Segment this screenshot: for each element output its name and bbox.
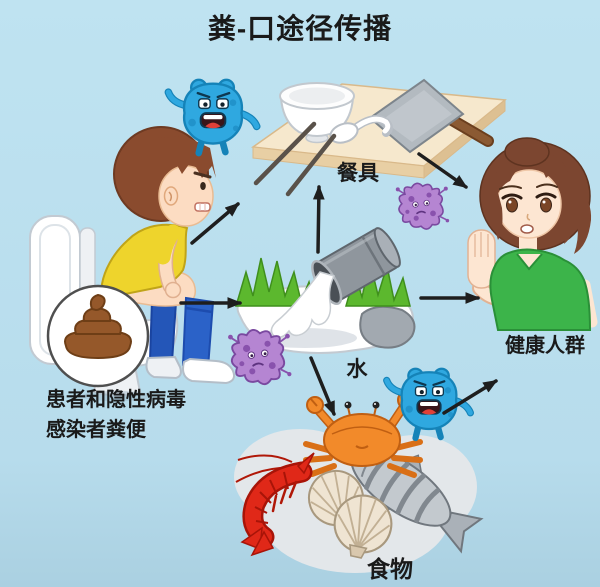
food-label: 食物: [367, 556, 413, 582]
tableware-label: 餐具: [337, 161, 379, 185]
tableware-icon: [250, 78, 507, 197]
feces-magnifier-icon: [46, 284, 150, 388]
arrow-food-to-healthy: [442, 379, 498, 415]
pouring-water: [270, 271, 336, 338]
food-group: [234, 390, 484, 573]
water-icon: [234, 227, 416, 354]
water-label: 水: [347, 358, 369, 381]
source-label-line2: 感染者粪便: [46, 417, 147, 441]
boy-patient-icon: [100, 126, 236, 385]
arrow-tableware-to-healthy: [417, 152, 468, 189]
healthy-label: 健康人群: [505, 333, 585, 357]
arrow-source-to-tableware: [190, 202, 240, 245]
source-label-line1: 患者和隐性病毒: [46, 387, 186, 411]
shrimp-icon: [235, 452, 315, 557]
arrow-water-to-food: [309, 356, 336, 417]
page-title: 粪-口途径传播: [208, 12, 392, 44]
arrows-layer: [179, 152, 498, 417]
healthy-person-icon: [467, 137, 598, 331]
arrow-water-to-tableware: [312, 184, 325, 254]
source-scene: [29, 126, 236, 401]
